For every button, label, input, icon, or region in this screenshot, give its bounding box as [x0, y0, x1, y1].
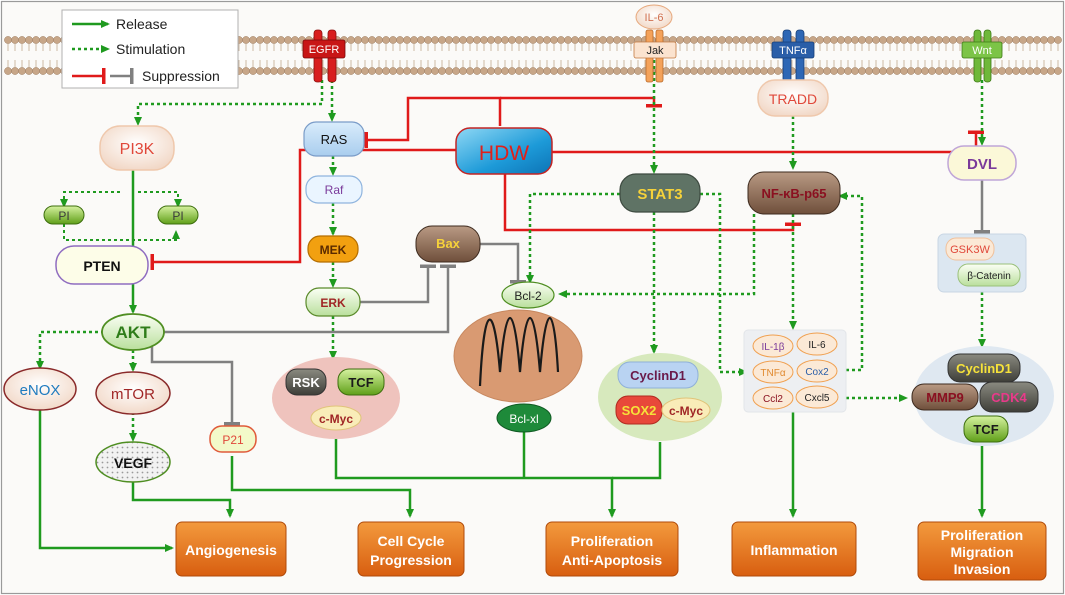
tradd-label: TRADD: [769, 91, 817, 107]
p21-node: P21: [209, 425, 257, 453]
egfr-receptor: EGFR: [302, 29, 346, 83]
cyclind1-b-label: CyclinD1: [956, 361, 1012, 376]
enox-node: eNOX: [3, 367, 77, 411]
tnfa-receptor: TNFα: [771, 29, 815, 83]
legend-stimulation-label: Stimulation: [116, 41, 185, 57]
nfkb-label: NF-κB-p65: [761, 186, 826, 201]
il1b-label: IL-1β: [762, 342, 785, 353]
pi-right-node: PI: [157, 205, 199, 225]
cell-cycle-box: Cell Cycle Progression: [357, 521, 465, 577]
pmi-label-1: Proliferation: [941, 527, 1023, 543]
angiogenesis-box: Angiogenesis: [175, 521, 287, 577]
pi-left-node: PI: [43, 205, 85, 225]
tcf2-label: TCF: [973, 422, 998, 437]
legend: Release Stimulation Suppression: [61, 9, 239, 89]
rsk-label: RSK: [292, 375, 320, 390]
cmyc1-label: c-Myc: [319, 412, 353, 426]
mitochondrion: [453, 309, 583, 403]
proliferation-label-2: Anti-Apoptosis: [562, 552, 663, 568]
vegf-node: VEGF: [95, 441, 171, 483]
mtor-node: mTOR: [95, 371, 171, 415]
dvl-label: DVL: [967, 156, 997, 173]
il6-top-label: IL-6: [645, 12, 664, 24]
cell-cycle-label-2: Progression: [370, 552, 452, 568]
wnt-label: Wnt: [972, 45, 992, 57]
hdw-node: HDW: [455, 127, 553, 175]
pi-right-label: PI: [172, 209, 183, 223]
cxcl5-label: Cxcl5: [804, 393, 829, 404]
jak-label: Jak: [646, 45, 664, 57]
tnfa-receptor-label: TNFα: [779, 45, 807, 57]
pi-left-label: PI: [58, 209, 69, 223]
proliferation-label-1: Proliferation: [571, 533, 653, 549]
tnfa-small-label: TNFα: [760, 368, 785, 379]
cell-cycle-label-1: Cell Cycle: [378, 533, 445, 549]
bclxl-node: Bcl-xl: [496, 403, 552, 433]
mek-label: MEK: [320, 243, 347, 257]
stat3-label: STAT3: [637, 186, 682, 203]
raf-node: Raf: [305, 175, 363, 204]
jak-receptor: IL-6 Jak: [633, 4, 677, 83]
pten-label: PTEN: [83, 258, 120, 274]
gsk3w-label: GSK3W: [950, 244, 990, 256]
il6-label: IL-6: [808, 340, 826, 351]
vegf-label: VEGF: [114, 455, 153, 471]
cyclind1-cluster-b: CyclinD1 MMP9 CDK4 TCF: [911, 346, 1054, 446]
angiogenesis-label: Angiogenesis: [185, 542, 277, 558]
ras-node: RAS: [303, 121, 365, 157]
pmi-label-2: Migration: [951, 544, 1014, 560]
akt-node: AKT: [101, 313, 165, 351]
ccl2-label: Ccl2: [763, 394, 783, 405]
wnt-receptor: Wnt: [961, 29, 1003, 83]
inflammation-label: Inflammation: [750, 542, 837, 558]
connections: [36, 60, 990, 552]
pi3k-node: PI3K: [99, 125, 175, 171]
raf-label: Raf: [325, 183, 344, 197]
gsk3w-box: GSK3W β-Catenin: [937, 233, 1027, 293]
bclxl-label: Bcl-xl: [509, 412, 538, 426]
sox2-label: SOX2: [622, 403, 657, 418]
pi3k-label: PI3K: [120, 141, 155, 158]
ras-label: RAS: [321, 132, 348, 147]
bax-node: Bax: [415, 225, 481, 263]
akt-label: AKT: [116, 323, 152, 342]
mitochondrial-cristae: [478, 317, 560, 387]
cmyc2-label: c-Myc: [669, 404, 703, 418]
cox2-label: Cox2: [805, 367, 829, 378]
proliferation-box: Proliferation Anti-Apoptosis: [545, 521, 679, 577]
cyclind1-a-label: CyclinD1: [630, 368, 686, 383]
dvl-node: DVL: [947, 145, 1017, 181]
pmi-box: Proliferation Migration Invasion: [917, 521, 1047, 581]
erk-node: ERK: [305, 287, 361, 317]
rsk-cluster: RSK TCF c-Myc: [272, 357, 400, 439]
inflammation-box: Inflammation: [731, 521, 857, 577]
enox-label: eNOX: [20, 382, 61, 399]
nfkb-node: NF-κB-p65: [747, 171, 841, 215]
pten-node: PTEN: [55, 245, 149, 285]
egfr-label: EGFR: [309, 44, 340, 56]
mmp9-label: MMP9: [926, 390, 964, 405]
pmi-label-3: Invasion: [954, 561, 1011, 577]
bcatenin-label: β-Catenin: [967, 271, 1011, 282]
stat3-node: STAT3: [619, 173, 701, 213]
erk-label: ERK: [320, 296, 346, 310]
legend-release-label: Release: [116, 16, 168, 32]
tradd-node: TRADD: [757, 79, 829, 117]
mek-node: MEK: [307, 235, 359, 263]
p21-label: P21: [222, 433, 244, 447]
tcf1-label: TCF: [348, 375, 373, 390]
cytokine-box: IL-1β IL-6 TNFα Cox2 Ccl2 Cxcl5: [743, 329, 847, 413]
mtor-label: mTOR: [111, 386, 155, 403]
bcl2-node: Bcl-2: [501, 281, 555, 309]
bax-label: Bax: [436, 236, 461, 251]
cdk4-label: CDK4: [991, 390, 1027, 405]
legend-suppression-label: Suppression: [142, 68, 220, 84]
cyclind1-cluster-a: CyclinD1 SOX2 c-Myc: [598, 353, 722, 441]
bcl2-label: Bcl-2: [514, 289, 542, 303]
hdw-label: HDW: [479, 142, 529, 165]
